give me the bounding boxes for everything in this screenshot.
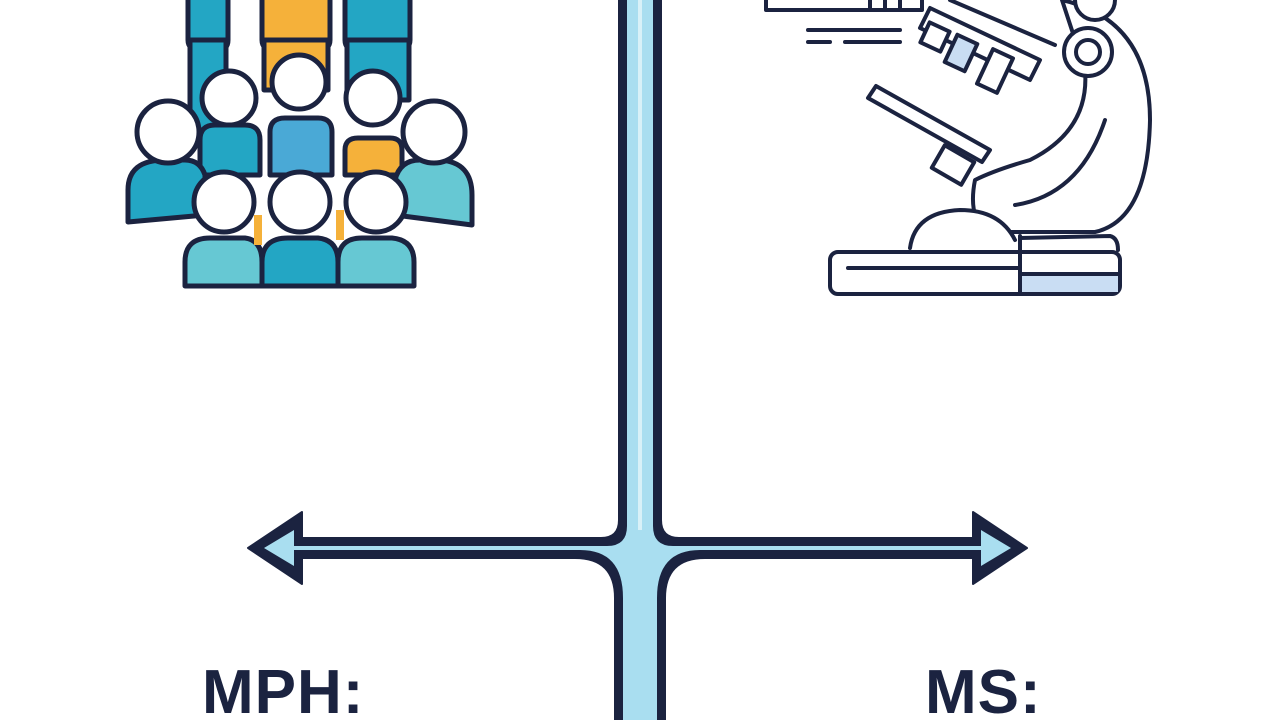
mph-label: MPH:: [202, 658, 365, 720]
ms-label: MS:: [925, 658, 1042, 720]
microscope-icon: [764, 0, 1152, 296]
fork-arrow-divider: [247, 0, 1028, 720]
population-crowd-icon: [125, 0, 475, 289]
